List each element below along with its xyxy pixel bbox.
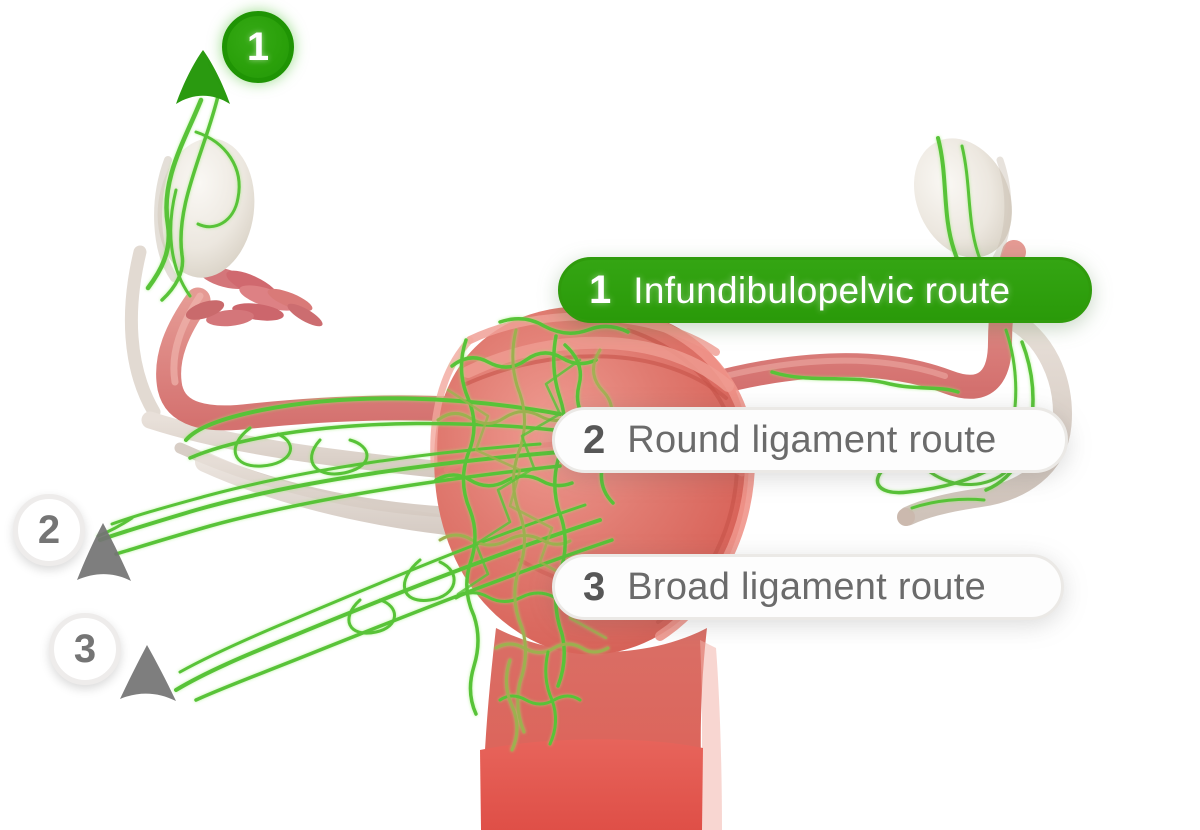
infundibulopelvic-vessels <box>145 94 241 302</box>
route-3-label-text: Broad ligament route <box>627 566 987 608</box>
route-2-marker-number: 2 <box>37 507 61 552</box>
vaginal-band <box>480 739 703 830</box>
route-1-label-number: 1 <box>589 268 612 312</box>
route-3-marker[interactable]: 3 <box>49 613 121 685</box>
route-3-label-number: 3 <box>583 565 606 609</box>
lymphatic-vessel-network <box>96 94 1035 752</box>
route-2-label-text: Round ligament route <box>627 419 997 461</box>
route-3-down-left-arrow-icon <box>120 645 176 701</box>
broad-ligament-vessels <box>174 503 614 702</box>
route-1-label-text: Infundibulopelvic route <box>633 269 1011 311</box>
route-1-marker-number: 1 <box>246 24 270 69</box>
left-fimbriae <box>185 267 323 327</box>
route-1-marker[interactable]: 1 <box>222 11 294 83</box>
route-3-marker-number: 3 <box>73 626 97 671</box>
route-2-marker[interactable]: 2 <box>13 494 85 566</box>
route-1-label[interactable]: 1 Infundibulopelvic route <box>558 257 1092 323</box>
right-ovary <box>913 138 1013 262</box>
route-2-label[interactable]: 2 Round ligament route <box>552 407 1068 473</box>
cervix-vaginal-canal <box>480 628 722 830</box>
route-2-down-left-arrow-icon <box>77 523 131 581</box>
round-ligament-vessels <box>96 442 562 556</box>
route-1-up-arrow-icon <box>176 50 230 104</box>
route-2-label-number: 2 <box>583 418 606 462</box>
route-3-label[interactable]: 3 Broad ligament route <box>552 554 1064 620</box>
